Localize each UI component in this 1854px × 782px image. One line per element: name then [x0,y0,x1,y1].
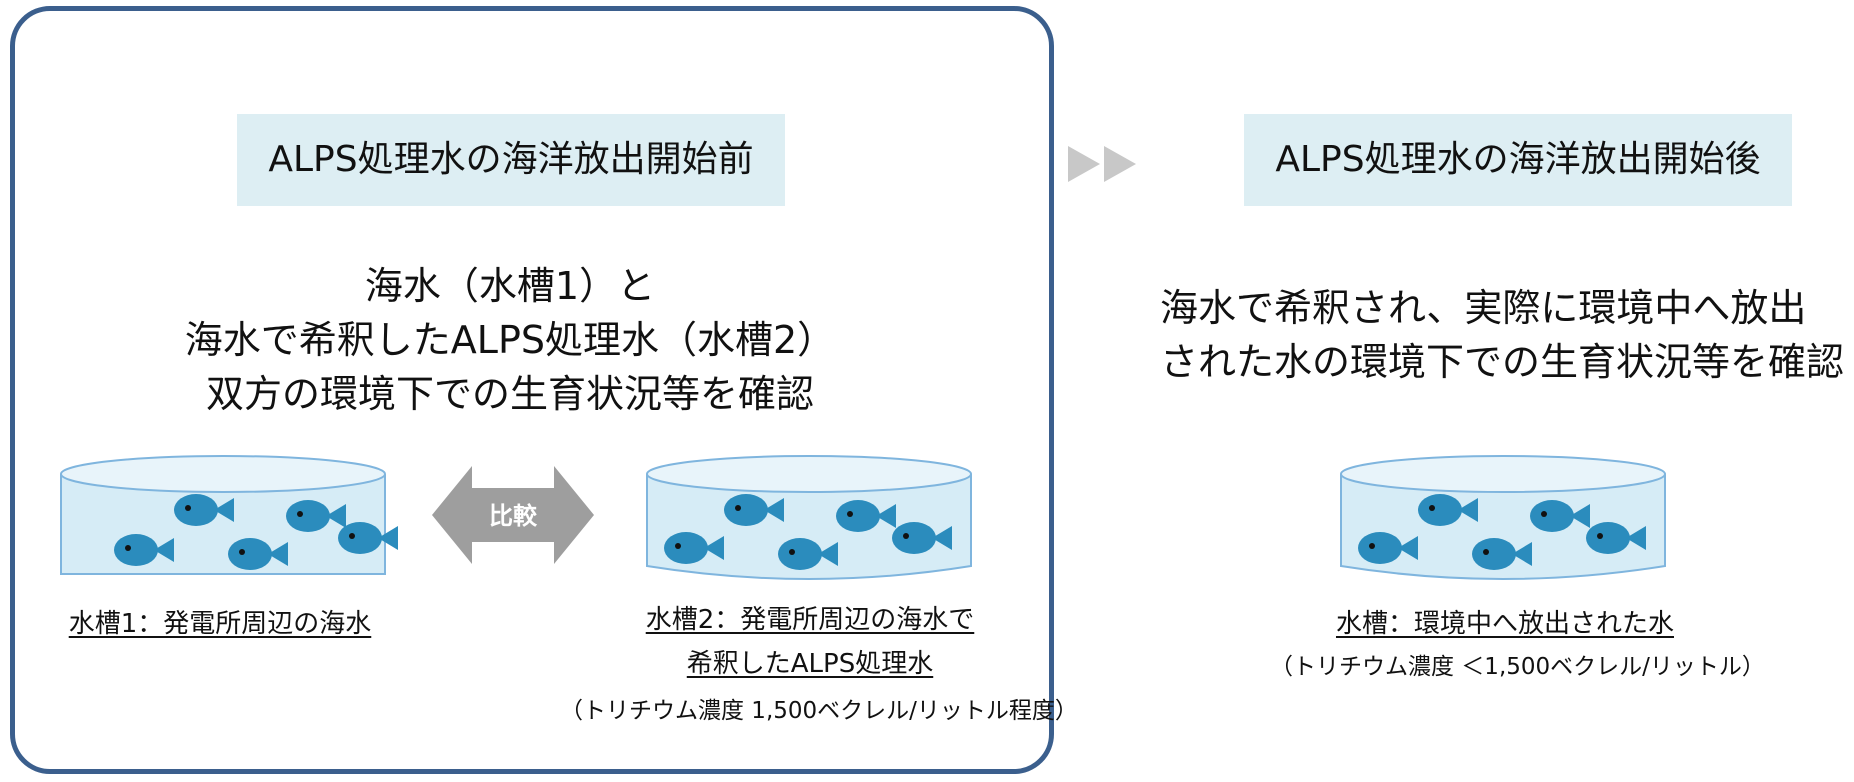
tank-2-note: （トリチウム濃度 1,500ベクレル/リットル程度） [560,698,1078,724]
fish-icon [778,538,838,570]
fish-icon [1586,522,1646,554]
after-description-line-1: 海水で希釈され、実際に環境中へ放出 [1160,286,1807,330]
fish-icon [1530,500,1590,532]
tank-after-note: （トリチウム濃度 ＜1,500ベクレル/リットル） [1270,654,1765,680]
tank-2-caption-line-2: 希釈したALPS処理水 [686,649,934,679]
after-title: ALPS処理水の海洋放出開始後 [1244,114,1792,206]
before-description: 海水（水槽1）と 海水で希釈したALPS処理水（水槽2） 双方の環境下での生育状… [130,259,890,421]
fish-icon [892,522,952,554]
before-panel [10,6,1054,774]
tank-1-caption: 水槽1：発電所周辺の海水 [50,602,390,646]
before-description-line-2: 海水で希釈したALPS処理水（水槽2） [184,318,836,362]
fish-icon [286,500,346,532]
after-description: 海水で希釈され、実際に環境中へ放出 された水の環境下での生育状況等を確認 [1160,281,1854,389]
fish-icon [836,500,896,532]
tank-after [1340,455,1666,580]
fish-icon [664,532,724,564]
compare-label: 比較 [489,502,538,530]
before-description-line-3: 双方の環境下での生育状況等を確認 [205,372,814,416]
after-description-line-2: された水の環境下での生育状況等を確認 [1160,340,1845,384]
tank-after-caption: 水槽：環境中へ放出された水 [1270,602,1740,646]
fish-icon [1418,494,1478,526]
tank-1-caption-text: 水槽1：発電所周辺の海水 [68,609,372,639]
fish-icon [338,522,398,554]
before-description-line-1: 海水（水槽1）と [364,264,656,308]
fish-icon [724,494,784,526]
tank-after-caption-text: 水槽：環境中へ放出された水 [1335,609,1674,639]
tank-2-caption-line-1: 水槽2：発電所周辺の海水で [645,605,975,635]
fish-icon [174,494,234,526]
before-title: ALPS処理水の海洋放出開始前 [237,114,785,206]
fish-icon [228,538,288,570]
fish-icon [114,534,174,566]
tank-1 [60,455,398,575]
fish-icon [1472,538,1532,570]
tank-2 [646,455,972,580]
compare-double-arrow-icon: 比較 [432,466,594,564]
tank-2-caption: 水槽2：発電所周辺の海水で 希釈したALPS処理水 [590,598,1030,686]
play-arrows-icon [1068,146,1136,182]
fish-icon [1358,532,1418,564]
